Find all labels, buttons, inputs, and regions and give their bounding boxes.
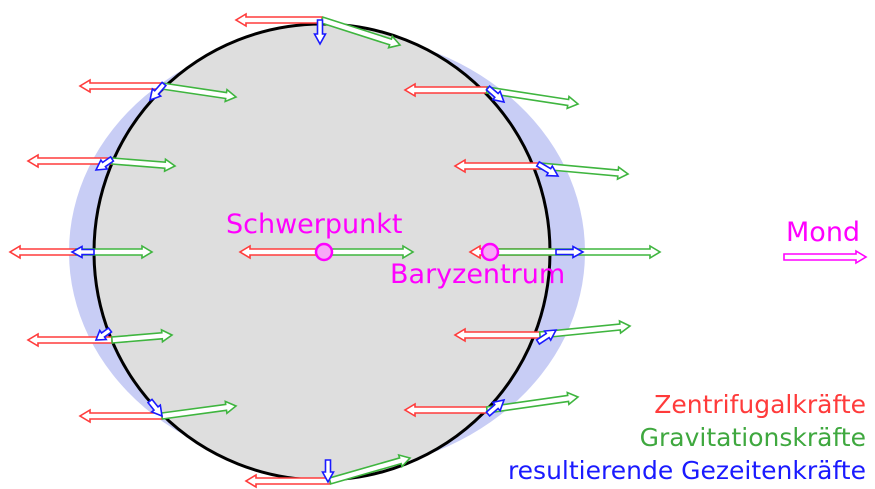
center-of-mass-marker bbox=[314, 242, 334, 262]
tidal-force-arrow bbox=[485, 84, 506, 104]
tidal-force-arrow bbox=[94, 155, 115, 171]
gravitational-force-arrow bbox=[323, 244, 415, 260]
centrifugal-force-arrow bbox=[78, 408, 163, 424]
center-of-mass-label: Schwerpunkt bbox=[226, 209, 402, 240]
legend-tidal: resultierende Gezeitenkräfte bbox=[508, 456, 866, 485]
gravitational-force-arrow bbox=[328, 453, 412, 485]
barycenter-label: Baryzentrum bbox=[390, 259, 565, 290]
tidal-force-arrow bbox=[146, 398, 164, 418]
centrifugal-force-arrow bbox=[244, 473, 331, 489]
tidal-force-arrow bbox=[555, 245, 585, 259]
centrifugal-force-arrow bbox=[26, 332, 113, 348]
tidal-force-arrow bbox=[535, 329, 558, 346]
barycenter-marker bbox=[480, 242, 500, 262]
legend: Zentrifugalkräfte Gravitationskräfte res… bbox=[508, 390, 866, 485]
moon-label: Mond bbox=[786, 217, 860, 248]
tidal-force-arrow bbox=[485, 398, 506, 418]
legend-centrifugal: Zentrifugalkräfte bbox=[654, 390, 866, 419]
centrifugal-force-arrow bbox=[403, 402, 488, 418]
tidal-force-arrow bbox=[535, 160, 560, 177]
legend-gravitation: Gravitationskräfte bbox=[640, 423, 866, 452]
tidal-force-arrow bbox=[148, 81, 168, 102]
centrifugal-force-arrow bbox=[78, 78, 163, 94]
gravitational-force-arrow bbox=[485, 86, 580, 110]
centrifugal-force-arrow bbox=[234, 12, 323, 28]
tidal-force-arrow bbox=[321, 459, 335, 484]
gravitational-force-arrow bbox=[538, 162, 630, 181]
gravitational-force-arrow bbox=[320, 16, 402, 49]
tidal-force-arrow bbox=[313, 19, 327, 46]
centrifugal-force-arrow bbox=[453, 327, 541, 343]
gravitational-force-arrow bbox=[110, 328, 174, 344]
centrifugal-force-arrow bbox=[453, 158, 541, 174]
moon-direction-arrow bbox=[783, 249, 868, 265]
centrifugal-force-arrow bbox=[8, 244, 77, 260]
centrifugal-force-arrow bbox=[238, 244, 325, 260]
gravitational-force-arrow bbox=[160, 82, 238, 103]
gravitational-force-arrow bbox=[110, 157, 177, 173]
tidal-force-arrow bbox=[70, 245, 95, 259]
right-arrow-icon bbox=[783, 249, 868, 265]
centrifugal-force-arrow bbox=[403, 82, 488, 98]
gravitational-force-arrow bbox=[160, 400, 238, 420]
tidal-force-arrow bbox=[94, 326, 113, 341]
